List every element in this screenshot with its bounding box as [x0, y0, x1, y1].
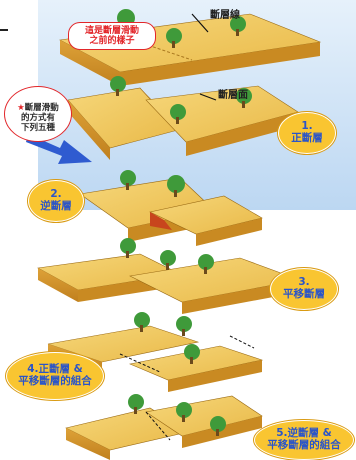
before-sliding-callout: 這是斷層滑動 之前的樣子: [68, 22, 156, 51]
type-4-name: 正斷層 & 平移斷層的組合: [18, 363, 92, 387]
fault-plane-label: 斷層面: [218, 90, 248, 101]
type-2-name: 逆斷層: [40, 200, 72, 212]
type-5-name: 逆斷層 & 平移斷層的組合: [267, 427, 341, 451]
type-1-name: 正斷層: [291, 132, 323, 144]
block-normal-fault: [67, 76, 299, 160]
type-1-number: 1.: [301, 120, 313, 133]
type-3-number: 3.: [298, 276, 310, 289]
fault-line-label: 斷層線: [210, 10, 240, 21]
type-5-label: 5.逆斷層 & 平移斷層的組合: [254, 420, 354, 460]
block-reverse-fault: [79, 170, 263, 246]
block-strike-slip-fault: [37, 238, 302, 314]
fault-wedge: [150, 212, 172, 230]
type-5-number: 5.: [276, 427, 288, 440]
type-3-label: 3.平移斷層: [270, 268, 338, 310]
block-reverse-strike-slip: [65, 394, 263, 460]
type-2-number: 2.: [50, 188, 62, 201]
sliding-types-note: ★斷層滑動 的方式有 下列五種: [4, 86, 72, 142]
type-4-number: 4.: [27, 363, 39, 376]
type-4-label: 4.正斷層 & 平移斷層的組合: [6, 352, 104, 400]
sliding-types-note-text: 斷層滑動 的方式有 下列五種: [20, 103, 59, 133]
type-3-name: 平移斷層: [283, 288, 325, 300]
star-icon: ★: [17, 103, 25, 114]
type-1-label: 1.正斷層: [278, 112, 336, 154]
type-2-label: 2.逆斷層: [28, 180, 84, 222]
